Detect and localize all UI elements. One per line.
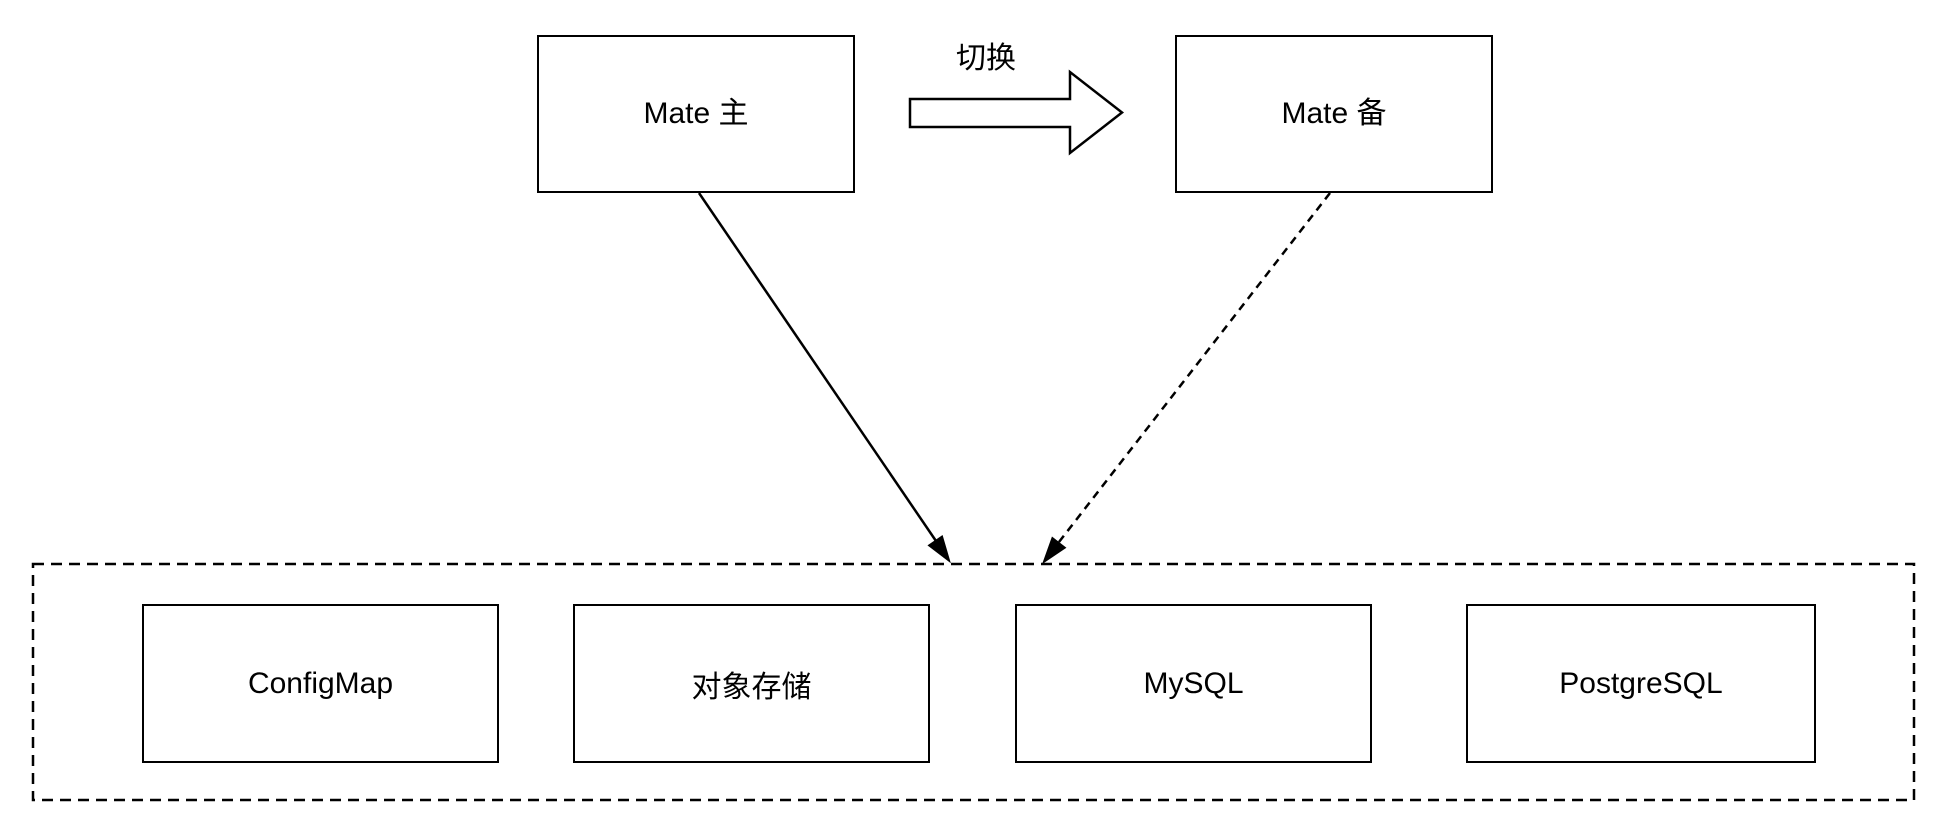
node-mate-primary-label: Mate 主 [643,97,749,130]
switch-edge-label-text: 切换 [956,42,1016,75]
node-configmap-label: ConfigMap [247,666,394,700]
node-mysql-label: MySQL [1143,666,1244,700]
node-mate-backup-label: Mate 备 [1281,97,1387,130]
node-postgresql-label: PostgreSQL [1559,666,1723,700]
node-mate-primary: Mate 主 [537,35,855,193]
switch-edge-label: 切换 [886,42,1086,75]
node-mysql: MySQL [1015,604,1372,763]
node-object-storage: 对象存储 [573,604,930,763]
shared-storage-group: ConfigMap 对象存储 MySQL PostgreSQL [32,563,1915,801]
node-postgresql: PostgreSQL [1466,604,1816,763]
edge-primary-to-group-line [697,192,938,542]
edge-backup-to-group-line [1058,192,1331,543]
edge-backup-to-group-arrowhead-icon [1042,536,1067,565]
switch-block-arrow-icon [908,69,1125,156]
node-configmap: ConfigMap [142,604,499,763]
shared-group-dashed-border [31,562,1916,802]
edge-primary-to-group-arrowhead-icon [927,534,951,564]
node-object-storage-label: 对象存储 [691,670,812,704]
node-mate-backup: Mate 备 [1175,35,1493,193]
